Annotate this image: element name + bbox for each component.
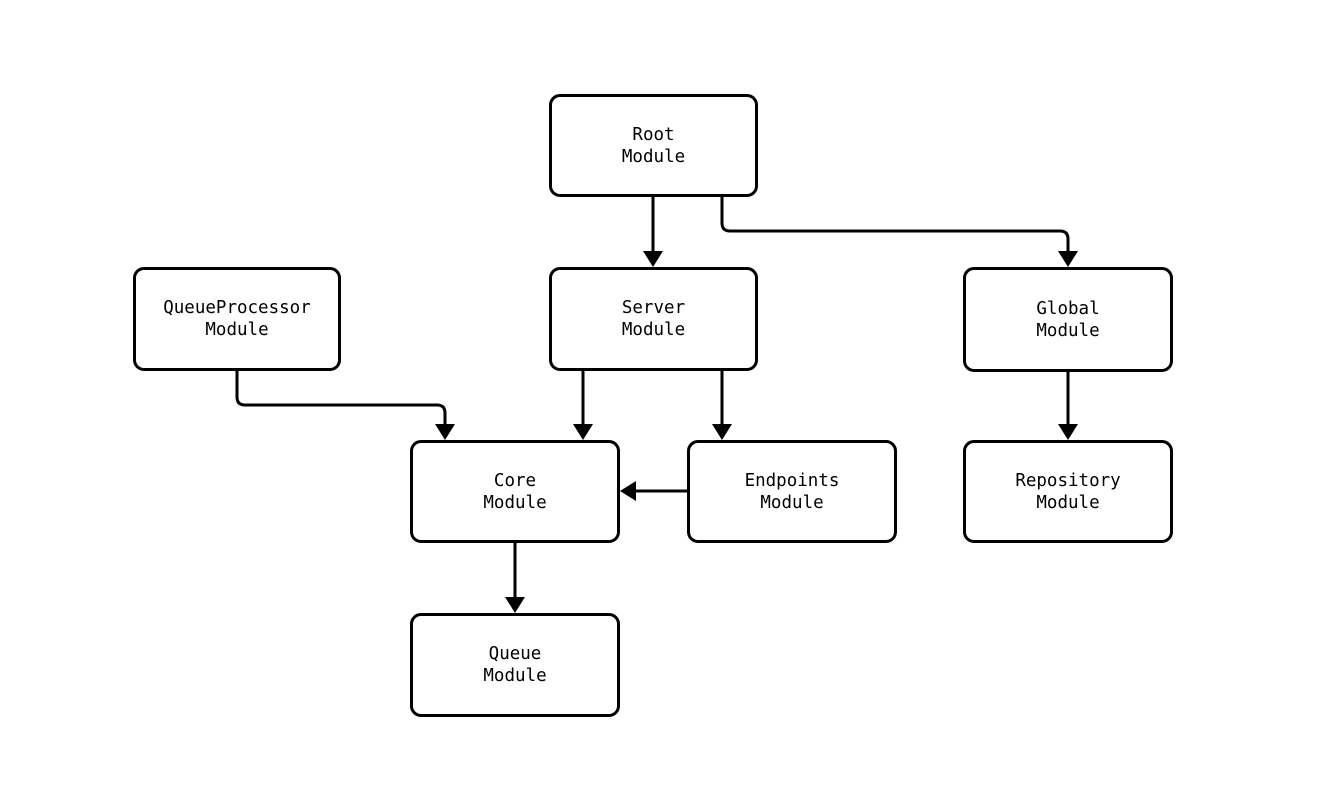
- node-global-label-line2: Module: [1036, 320, 1100, 341]
- node-queueprocessor-label-line2: Module: [205, 320, 269, 340]
- node-queueprocessor-label-line1: QueueProcessor: [163, 298, 311, 318]
- node-endpoints-label-line1: Endpoints: [744, 470, 840, 491]
- node-core-label-line1: Core: [493, 470, 537, 491]
- node-queue-label-line2: Module: [483, 666, 547, 686]
- node-server-label-line2: Module: [621, 320, 686, 340]
- node-endpoints-label-line2: Module: [760, 492, 824, 513]
- arrowhead-global-repository: [1058, 424, 1078, 440]
- arrowhead-root-global: [1058, 251, 1078, 267]
- arrowhead-server-core: [573, 424, 593, 440]
- edge-queueprocessor-core: [235, 371, 447, 424]
- node-root-label-line2: Module: [621, 146, 686, 167]
- arrowhead-core-queue: [505, 597, 525, 613]
- arrowhead-server-endpoints: [712, 424, 732, 440]
- arrowhead-queueprocessor-core: [435, 424, 455, 440]
- node-root-label-line1: Root: [632, 124, 675, 145]
- arrowhead-root-server: [643, 251, 663, 267]
- node-global-label-line1: Global: [1036, 298, 1100, 319]
- edge-root-global: [720, 197, 1070, 251]
- arrowhead-endpoints-core: [620, 481, 636, 501]
- node-core-label-line2: Module: [483, 492, 547, 513]
- node-repository-label-line2: Module: [1036, 492, 1100, 513]
- node-repository-label-line1: Repository: [1015, 470, 1121, 491]
- node-queue-label-line1: Queue: [488, 644, 542, 664]
- node-server-label-line1: Server: [621, 298, 686, 318]
